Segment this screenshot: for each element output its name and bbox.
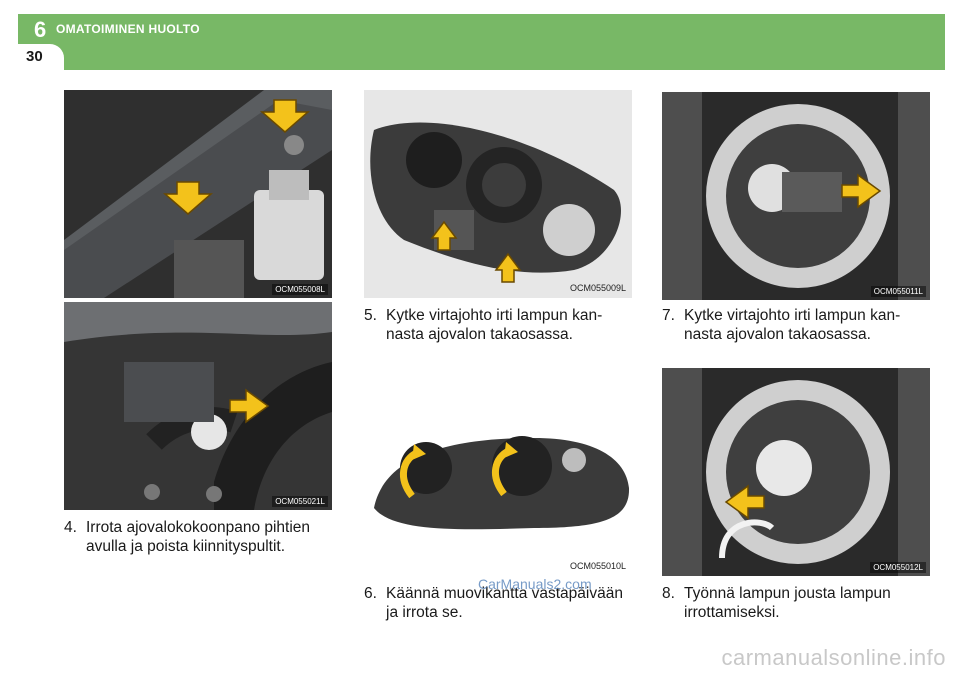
step-4: 4. Irrota ajovalokokoonpano pihtien avull… (64, 518, 310, 556)
photo-code: OCM055009L (569, 283, 626, 293)
step-text-line2: nasta ajovalon takaosassa. (684, 326, 871, 343)
watermark-center: CarManuals2.com (478, 576, 592, 592)
rotate-arrow-icon (400, 442, 518, 499)
step-number: 7. (662, 307, 675, 324)
photo-code: OCM055012L (870, 562, 926, 573)
step-6: 6. Käännä muovikantta vastapäivään ja irr… (364, 584, 623, 622)
step-text: Työnnä lampun jousta lampun (684, 585, 891, 602)
photo-code: OCM055011L (870, 286, 926, 297)
step-text: Käännä muovikantta vastapäivään (386, 585, 623, 602)
photo-headlamp-rear: OCM055009L (364, 90, 632, 298)
arrow-marker-icon (724, 484, 765, 520)
step-number: 5. (364, 307, 377, 324)
step-number: 4. (64, 519, 77, 536)
step-5: 5. Kytke virtajohto irti lampun kan- nast… (364, 306, 602, 344)
photo-code: OCM055008L (272, 284, 328, 295)
step-text: Kytke virtajohto irti lampun kan- (386, 307, 603, 324)
arrow-marker-icon (162, 99, 311, 215)
chapter-header: 6 OMATOIMINEN HUOLTO 30 (18, 14, 945, 70)
photo-bulb-connector: OCM055011L (662, 92, 930, 300)
photo-headlamp-bolts: OCM055021L (64, 302, 332, 510)
step-7: 7. Kytke virtajohto irti lampun kan- nast… (662, 306, 900, 344)
step-8: 8. Työnnä lampun jousta lampun irrottamis… (662, 584, 891, 622)
step-text-line2: avulla ja poista kiinnityspultit. (86, 538, 286, 555)
chapter-title: OMATOIMINEN HUOLTO (56, 22, 200, 36)
watermark-footer: carmanualsonline.info (721, 645, 946, 670)
photo-code: OCM055021L (272, 496, 328, 507)
photo-bulb-spring: OCM055012L (662, 368, 930, 576)
step-number: 8. (662, 585, 675, 602)
step-text-line2: irrottamiseksi. (684, 604, 780, 621)
photo-engine-bay-top: OCM055008L (64, 90, 332, 298)
header-band (18, 14, 945, 42)
page-tab: 30 (18, 44, 64, 70)
step-text-line2: ja irrota se. (386, 604, 463, 621)
step-text: Irrota ajovalokokoonpano pihtien (86, 519, 311, 536)
arrow-marker-icon (229, 388, 270, 424)
arrow-marker-icon (841, 173, 882, 209)
arrow-marker-icon (430, 220, 522, 283)
chapter-number: 6 (34, 17, 47, 42)
step-text: Kytke virtajohto irti lampun kan- (684, 307, 901, 324)
page-number: 30 (26, 48, 43, 65)
photo-code: OCM055010L (569, 561, 626, 571)
step-number: 6. (364, 585, 377, 602)
photo-headlamp-cover-rotate: OCM055010L (364, 368, 632, 576)
step-text-line2: nasta ajovalon takaosassa. (386, 326, 573, 343)
